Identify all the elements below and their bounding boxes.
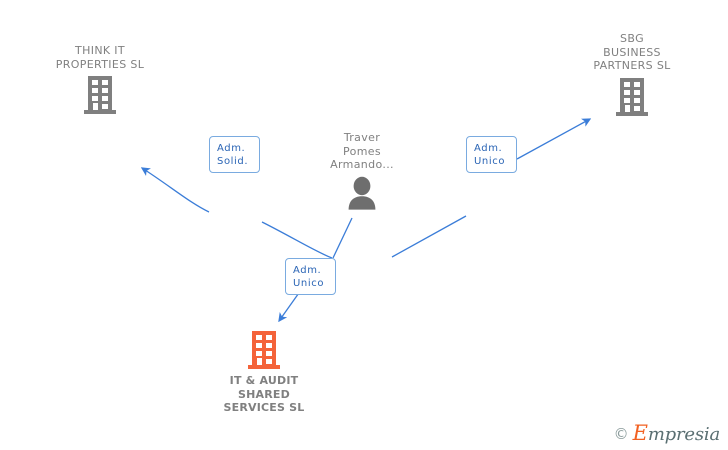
node-it-audit-shared-services-label: IT & AUDIT SHARED SERVICES SL	[223, 374, 305, 414]
copyright-icon: ©	[613, 424, 629, 443]
empresia-logo-text: Empresia	[632, 421, 721, 445]
node-sbg-business-partners-label: SBG BUSINESS PARTNERS SL	[593, 32, 671, 72]
empresia-logo-initial: E	[632, 421, 648, 445]
node-think-it-properties[interactable]: THINK IT PROPERTIES SL	[20, 44, 180, 115]
building-icon	[248, 331, 280, 369]
node-sbg-business-partners[interactable]: SBG BUSINESS PARTNERS SL	[552, 32, 712, 117]
empresia-watermark: © Empresia	[613, 421, 721, 445]
edge-label-adm-solid[interactable]: Adm. Solid.	[209, 136, 260, 173]
building-icon	[616, 77, 648, 116]
building-icon	[84, 76, 116, 114]
node-think-it-properties-label: THINK IT PROPERTIES SL	[55, 44, 145, 71]
node-it-audit-shared-services[interactable]: IT & AUDIT SHARED SERVICES SL	[184, 330, 344, 415]
edge-label-adm-unico-it-audit[interactable]: Adm. Unico	[285, 258, 336, 295]
node-person-traver-pomes[interactable]: Traver Pomes Armando...	[282, 131, 442, 210]
person-icon	[348, 176, 376, 210]
empresia-logo-rest: mpresia	[647, 424, 720, 445]
node-person-label: Traver Pomes Armando...	[330, 131, 394, 171]
edge-label-adm-unico-sbg[interactable]: Adm. Unico	[466, 136, 517, 173]
